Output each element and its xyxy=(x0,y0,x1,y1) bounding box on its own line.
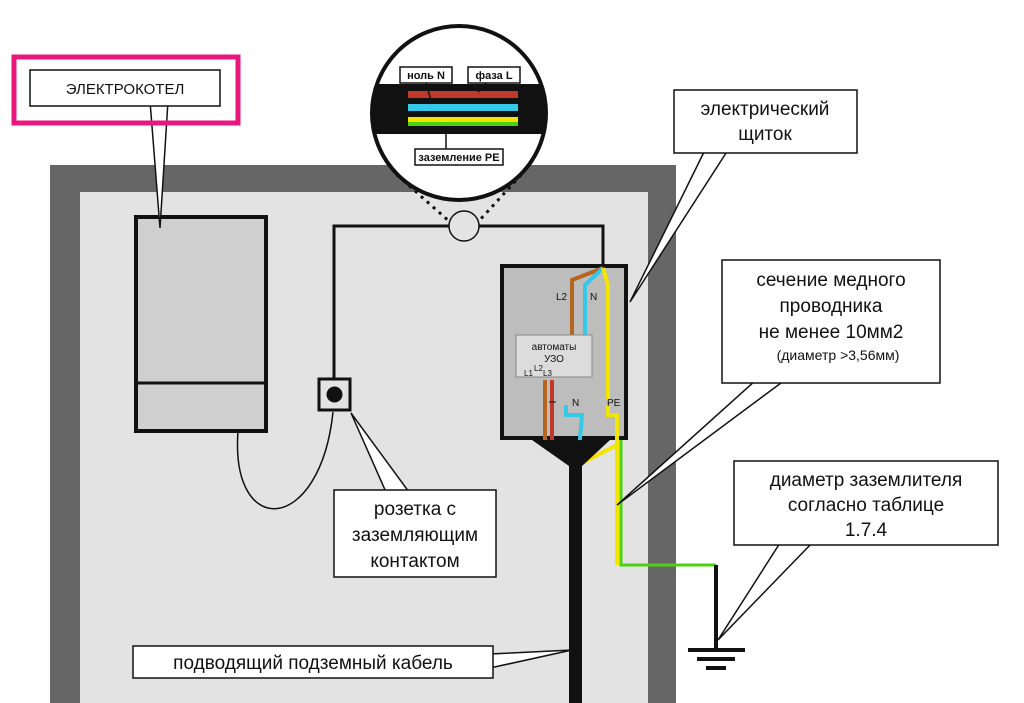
l2-label: L2 xyxy=(556,292,568,303)
section-label-2: проводника xyxy=(780,296,883,317)
panel-wire-pe-top xyxy=(601,267,610,400)
electric-boiler xyxy=(134,215,268,433)
panel-label-1: электрический xyxy=(701,99,830,120)
cable-entry xyxy=(532,440,610,466)
ground-callout: диаметр заземлителя согласно таблице 1.7… xyxy=(717,460,999,641)
panel-label-2: щиток xyxy=(738,124,792,145)
l1-label: L1 xyxy=(524,369,533,378)
cable-zoom-circle: ноль N фаза L заземление PE xyxy=(370,24,548,202)
ground-conductor-green xyxy=(619,440,716,567)
n-label-bottom: N xyxy=(572,398,579,409)
socket-label-2: заземляющим xyxy=(352,525,478,546)
underground-cable xyxy=(569,462,582,703)
socket-label-3: контактом xyxy=(370,551,459,572)
l3-label: L3 xyxy=(543,369,552,378)
grounded-socket xyxy=(317,377,352,412)
panel-wire-n-top xyxy=(583,266,605,335)
panel-wire-l2 xyxy=(570,266,604,335)
phase-wire xyxy=(408,91,518,98)
section-label-4: (диаметр >3,56мм) xyxy=(777,347,900,363)
breakers-label: автоматы xyxy=(532,342,577,353)
panel-callout: электрический щиток xyxy=(629,89,858,303)
socket-label-1: розетка с xyxy=(374,499,456,520)
phase-label: фаза L xyxy=(475,70,512,82)
ground-label-1: диаметр заземлителя xyxy=(770,470,963,491)
section-label-3: не менее 10мм2 xyxy=(759,322,904,343)
section-label-1: сечение медного xyxy=(756,270,905,291)
l2-label-top: L2 xyxy=(534,364,543,373)
boiler-callout: ЭЛЕКТРОКОТЕЛ xyxy=(11,54,241,229)
cable-callout: подводящий подземный кабель xyxy=(132,645,573,679)
earth-label: заземление PE xyxy=(418,152,499,164)
ground-label-3: 1.7.4 xyxy=(845,520,888,541)
cable-detail-marker xyxy=(448,210,480,242)
ground-label-2: согласно таблице xyxy=(788,495,944,516)
earth-wire-green xyxy=(408,122,518,126)
ground-electrode xyxy=(688,565,745,670)
earth-wire-yellow xyxy=(408,117,518,122)
boiler-label: ЭЛЕКТРОКОТЕЛ xyxy=(66,81,185,98)
neutral-label: ноль N xyxy=(407,70,445,82)
panel-wire-pe-bottom xyxy=(583,405,619,464)
breakers-box xyxy=(515,334,593,378)
n-label-top: N xyxy=(590,292,597,303)
neutral-wire xyxy=(408,104,518,111)
socket-callout: розетка с заземляющим контактом xyxy=(333,412,497,578)
cable-label: подводящий подземный кабель xyxy=(173,653,453,674)
panel-wire-n-bottom xyxy=(564,405,585,463)
boiler-cord xyxy=(236,411,334,510)
pe-label: PE xyxy=(607,398,621,409)
rcd-label: УЗО xyxy=(544,354,564,365)
section-callout: сечение медного проводника не менее 10мм… xyxy=(616,259,941,506)
